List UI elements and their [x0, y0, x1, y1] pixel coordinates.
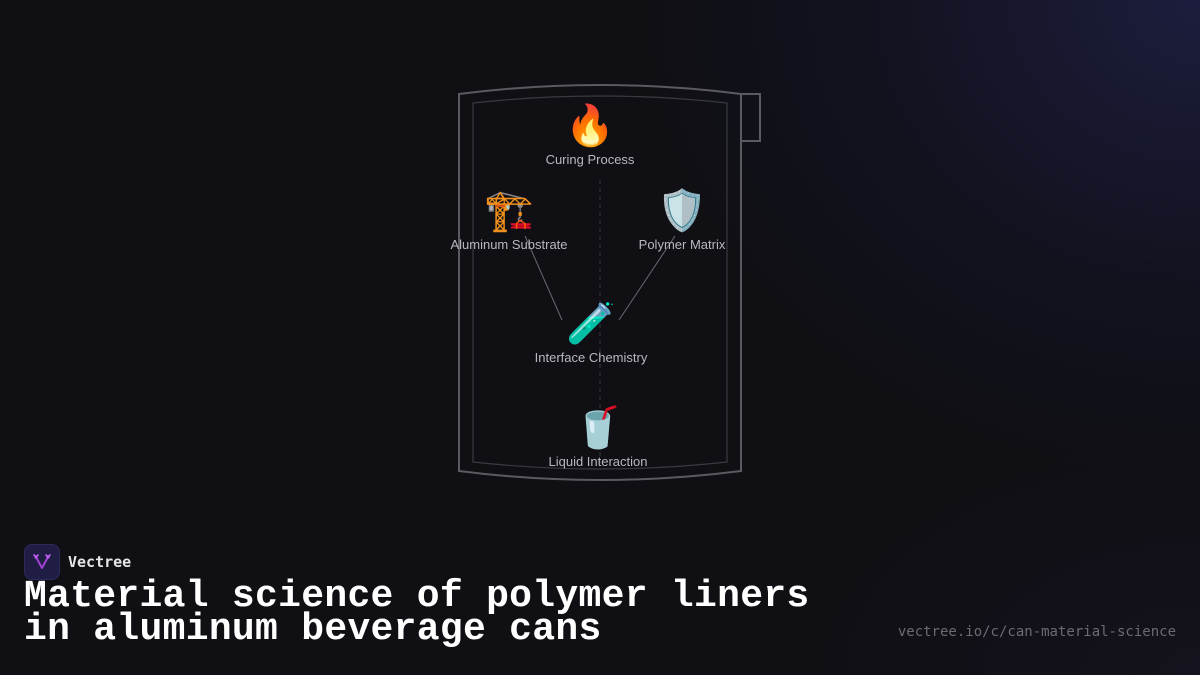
edge-polymer-interface: [618, 235, 676, 321]
node-label: Polymer Matrix: [638, 237, 726, 252]
crane-icon: 🏗️: [484, 188, 534, 234]
page-url[interactable]: vectree.io/c/can-material-science: [897, 624, 1176, 640]
node-label: Aluminum Substrate: [450, 237, 568, 252]
page-title: Material science of polymer liners in al…: [24, 575, 810, 651]
edge-aluminum-interface: [524, 235, 563, 321]
node-label: Liquid Interaction: [548, 454, 648, 469]
node-interface-chemistry[interactable]: 🧪 Interface Chemistry: [501, 300, 681, 365]
node-label: Interface Chemistry: [534, 350, 648, 365]
node-label: Curing Process: [545, 152, 635, 167]
fire-icon: 🔥: [565, 103, 615, 149]
test-tube-icon: 🧪: [566, 301, 616, 347]
node-curing-process[interactable]: 🔥 Curing Process: [500, 102, 680, 167]
shield-icon: 🛡️: [657, 188, 707, 234]
cup-with-straw-icon: 🥤: [573, 405, 623, 451]
brand-name: Vectree: [68, 553, 132, 571]
node-polymer-matrix[interactable]: 🛡️ Polymer Matrix: [592, 187, 772, 252]
vectree-logo-icon: [24, 544, 60, 580]
node-liquid-interaction[interactable]: 🥤 Liquid Interaction: [508, 404, 688, 469]
node-aluminum-substrate[interactable]: 🏗️ Aluminum Substrate: [419, 187, 599, 252]
brand: Vectree: [24, 544, 131, 580]
